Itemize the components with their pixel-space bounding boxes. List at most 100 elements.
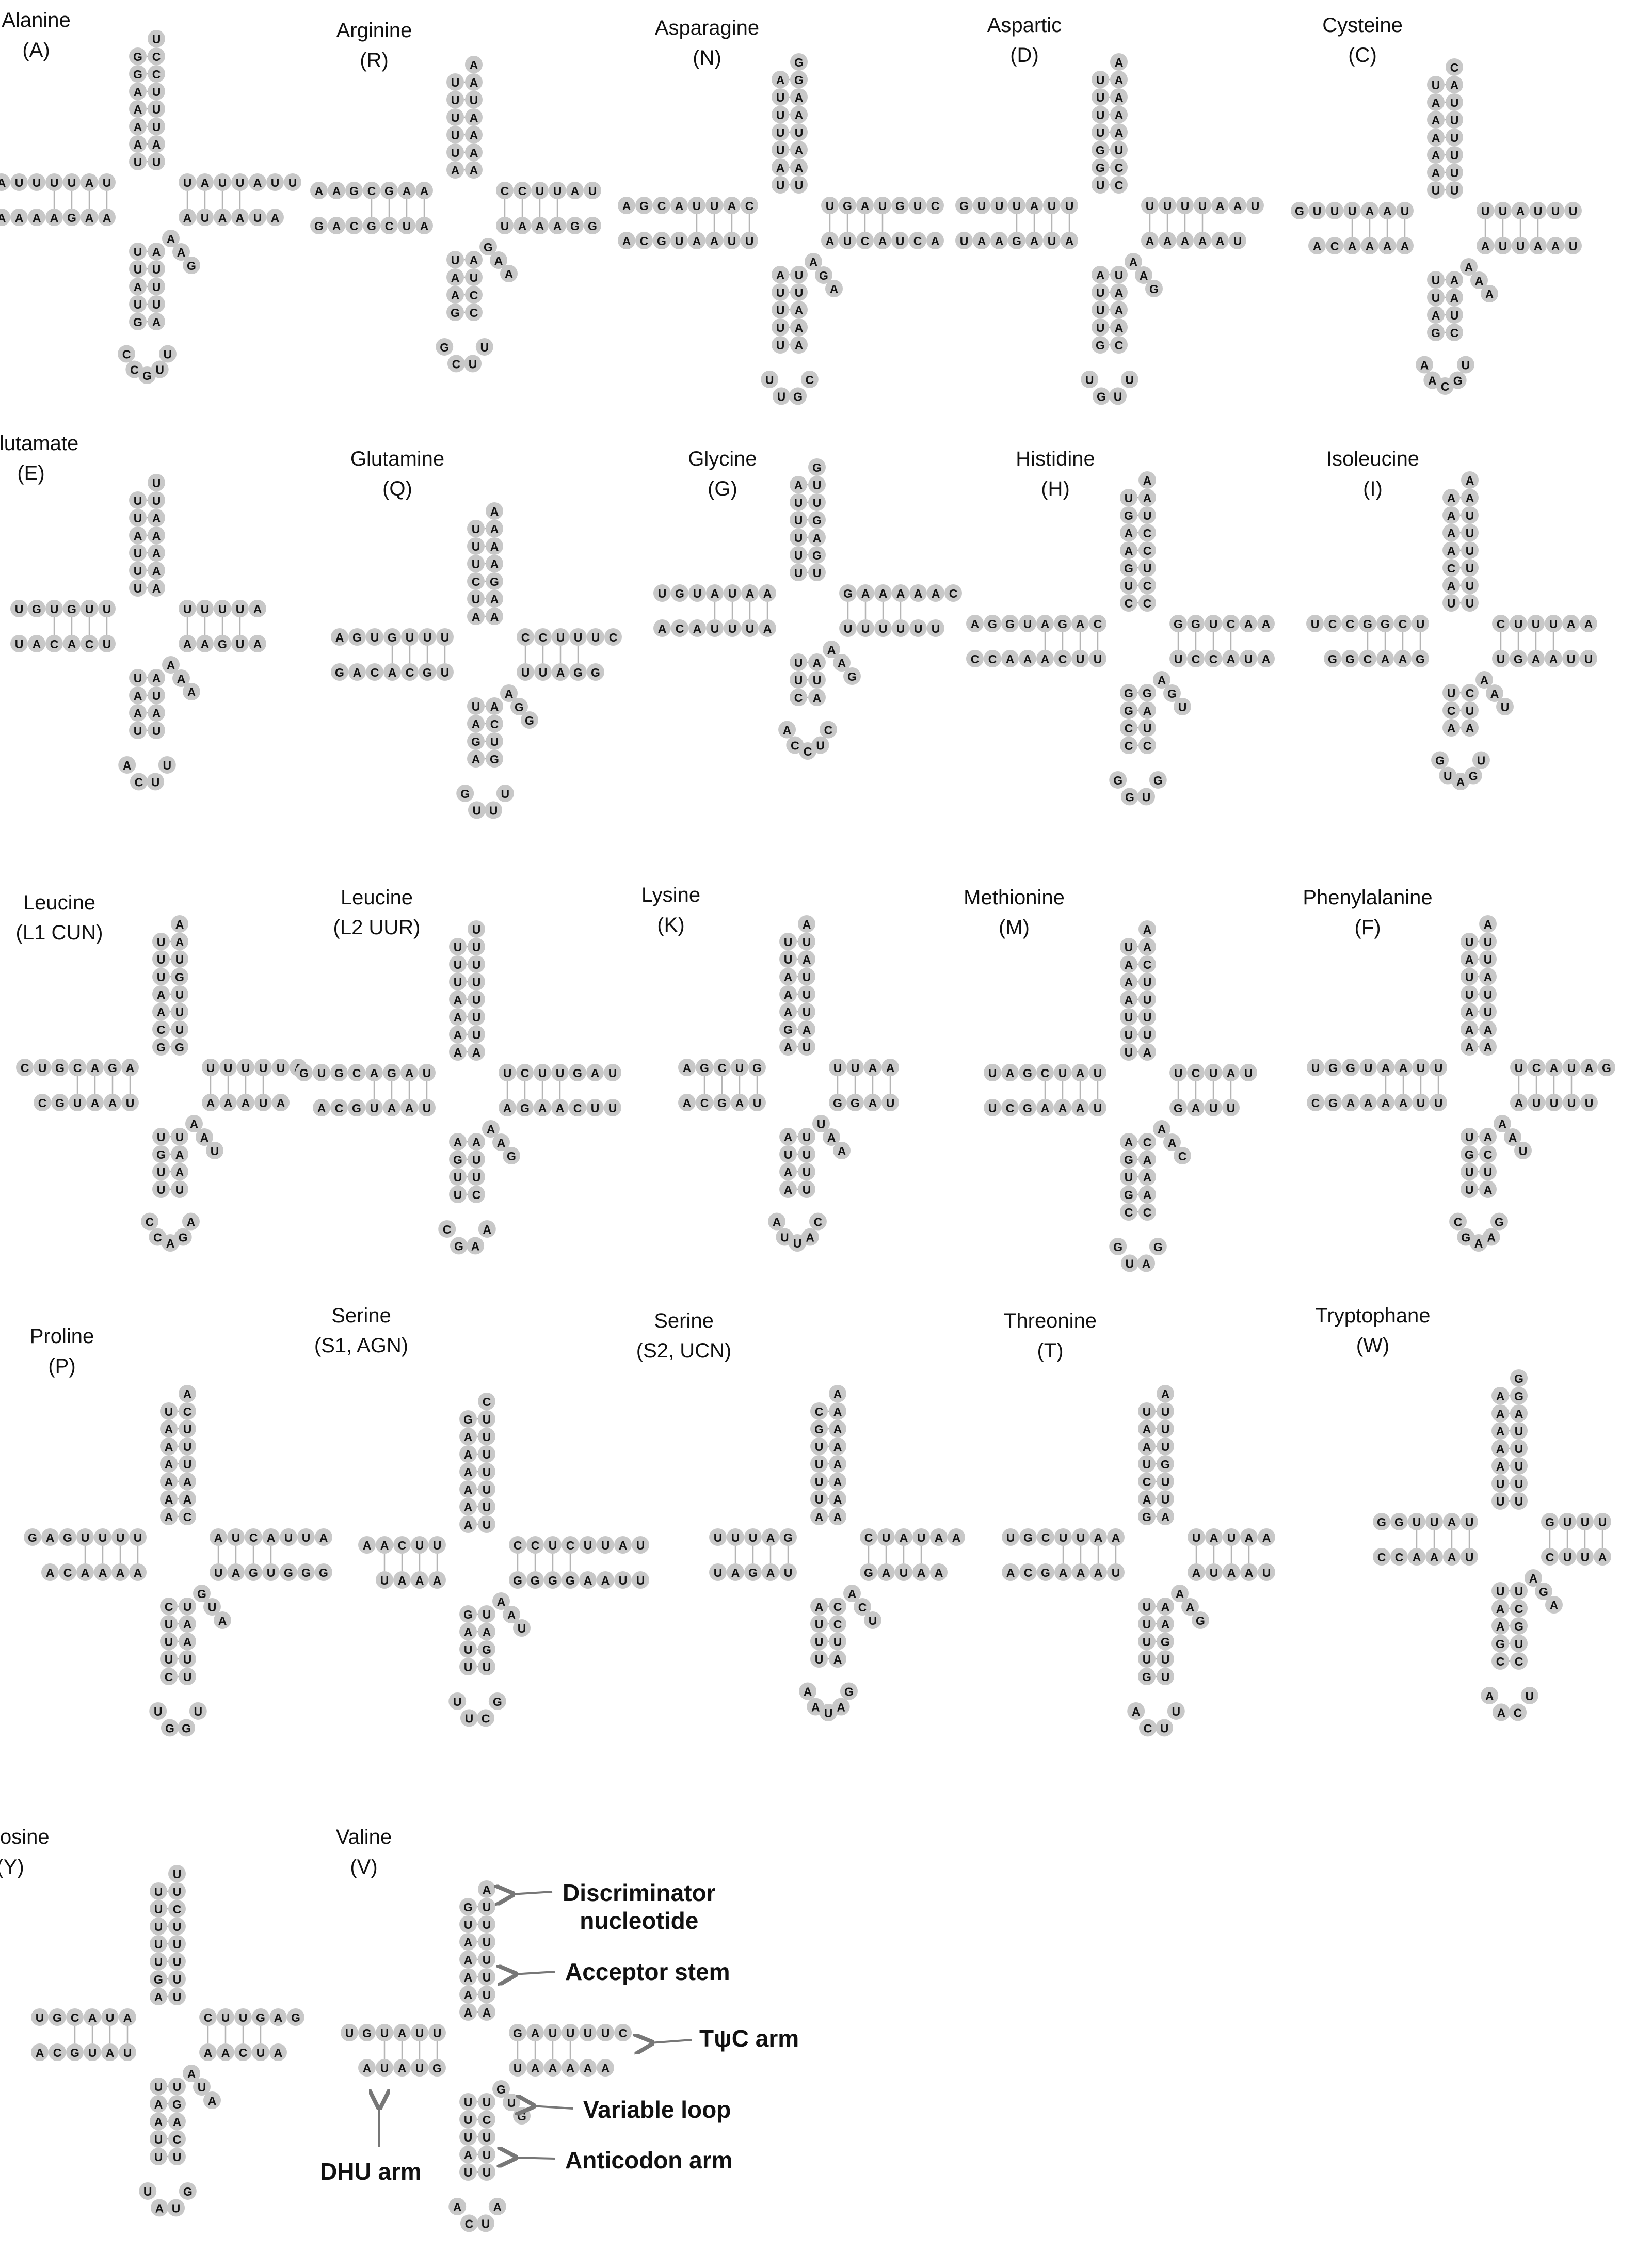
nucleotide-letter: U [483, 1430, 491, 1444]
nucleotide-letter: U [1497, 652, 1505, 666]
acceptor-stem-3prime: C [179, 1402, 196, 1420]
anticodon-loop: C [460, 2214, 478, 2232]
anticodon-stem-5prime: U [1442, 684, 1460, 701]
nucleotide-letter: A [728, 199, 736, 213]
tpsic-arm-top: A [930, 1528, 948, 1546]
dhu-arm-bottom: A [76, 1563, 94, 1581]
nucleotide-letter: A [601, 1574, 610, 1587]
acceptor-stem-3prime: C [168, 1900, 186, 1918]
nucleotide-circle [1222, 650, 1240, 667]
nucleotide-letter: A [173, 2115, 182, 2129]
acceptor-stem-5prime: A [1120, 541, 1137, 559]
nucleotide-letter: U [1209, 1066, 1218, 1080]
nucleotide-circle [1008, 197, 1025, 214]
nucleotide-letter: U [501, 219, 509, 233]
anticodon-loop: A [1423, 371, 1441, 389]
nucleotide-letter: U [224, 1061, 233, 1075]
nucleotide-circle [1486, 684, 1503, 702]
nucleotide-letter: A [869, 1096, 877, 1110]
acceptor-stem-3prime: A [829, 1402, 846, 1420]
nucleotide-letter: A [224, 1096, 233, 1110]
nucleotide-circle [330, 1099, 348, 1116]
nucleotide-letter: G [1149, 282, 1159, 296]
nucleotide-letter: U [472, 993, 481, 1007]
tpsic-arm-top: U [202, 1059, 219, 1076]
nucleotide-circle [1246, 197, 1264, 214]
tpsic-arm-top: U [604, 1064, 621, 1081]
anticodon-stem-5prime: C [160, 1668, 178, 1685]
tpsic-arm-top: U [1563, 1059, 1580, 1076]
nucleotide-circle [779, 1145, 797, 1163]
acceptor-stem-5prime: U [772, 176, 789, 194]
nucleotide-circle [1138, 737, 1156, 754]
nucleotide-circle [496, 182, 514, 199]
acceptor-stem-3prime: C [1138, 955, 1156, 973]
dhu-arm-top: U [1043, 197, 1061, 214]
nucleotide-letter: C [21, 1061, 29, 1075]
nucleotide-letter: G [453, 1153, 462, 1167]
anticodon-stem-5prime: C [1120, 719, 1137, 737]
nucleotide-circle [790, 476, 807, 493]
dhu-arm-bottom: G [1412, 650, 1429, 667]
nucleotide-letter: A [995, 234, 1004, 248]
tpsic-arm-top: U [877, 1528, 895, 1546]
variable-loop: A [172, 243, 190, 261]
nucleotide-circle [1229, 232, 1246, 249]
nucleotide-letter: U [464, 2131, 473, 2144]
tpsic-arm-bottom: A [579, 2059, 597, 2077]
nucleotide-circle [772, 301, 789, 318]
nucleotide-circle [1138, 489, 1156, 506]
tpsic-arm-top: U [1477, 202, 1494, 219]
nucleotide-circle [310, 217, 328, 234]
nucleotide-circle [1092, 266, 1109, 283]
nucleotide-letter: C [50, 637, 59, 651]
anticodon-stem-3prime: U [829, 1633, 846, 1650]
nucleotide-letter: G [1328, 1061, 1338, 1075]
nucleotide-circle [456, 784, 474, 802]
nucleotide-letter: U [103, 176, 111, 189]
acceptor-stem-3prime: U [1157, 1473, 1174, 1490]
variable-loop: G [1192, 1611, 1209, 1629]
tpsic-arm-bottom: G [509, 1571, 526, 1589]
nucleotide-letter: U [501, 787, 509, 801]
nucleotide-letter: A [766, 1566, 775, 1579]
nucleotide-letter: U [815, 1440, 824, 1454]
acceptor-stem-3prime: A [1138, 489, 1156, 506]
anticodon-stem-5prime: U [1461, 1180, 1478, 1198]
nucleotide-circle [790, 653, 807, 671]
anticodon-stem-3prime: U [1110, 266, 1128, 283]
nucleotide-letter: G [1113, 1240, 1122, 1254]
nucleotide-circle [618, 197, 635, 214]
acceptor-stem-5prime: G [459, 1410, 477, 1428]
nucleotide-letter: A [710, 234, 719, 248]
nucleotide-circle [1412, 650, 1429, 667]
nucleotide-letter: U [454, 976, 462, 989]
nucleotide-letter: A [236, 211, 245, 225]
tpsic-arm-top: U [534, 1064, 551, 1081]
nucleotide-circle [1472, 751, 1490, 769]
dhu-arm-bottom: U [724, 619, 741, 637]
anticodon-stem-5prime: U [810, 1633, 828, 1650]
nucleotide-letter: U [470, 271, 478, 284]
nucleotide-letter: U [1013, 199, 1021, 213]
nucleotide-letter: A [1496, 1407, 1505, 1420]
dhu-arm-bottom: C [81, 635, 98, 652]
nucleotide-letter: A [503, 1101, 512, 1115]
discriminator-nucleotide: A [1138, 471, 1156, 489]
anticodon-stem-3prime: A [1479, 1180, 1497, 1198]
nucleotide-letter: U [988, 1066, 997, 1080]
nucleotide-circle [148, 65, 165, 83]
acceptor-stem-3prime: U [1461, 594, 1479, 612]
dhu-arm-top: A [0, 173, 10, 191]
nucleotide-circle [1061, 197, 1078, 214]
nucleotide-letter: U [1348, 204, 1357, 218]
nucleotide-circle [436, 338, 454, 356]
nucleotide-circle [772, 71, 789, 88]
dhu-arm-bottom: A [688, 619, 706, 637]
tpsic-arm-top: U [1246, 197, 1264, 214]
dhu-arm-top: A [670, 197, 688, 214]
nucleotide-circle [1461, 577, 1479, 594]
tpsic-arm-top: A [196, 173, 214, 191]
acceptor-stem-5prime: U [790, 546, 807, 564]
dhu-arm-bottom: A [348, 663, 366, 681]
